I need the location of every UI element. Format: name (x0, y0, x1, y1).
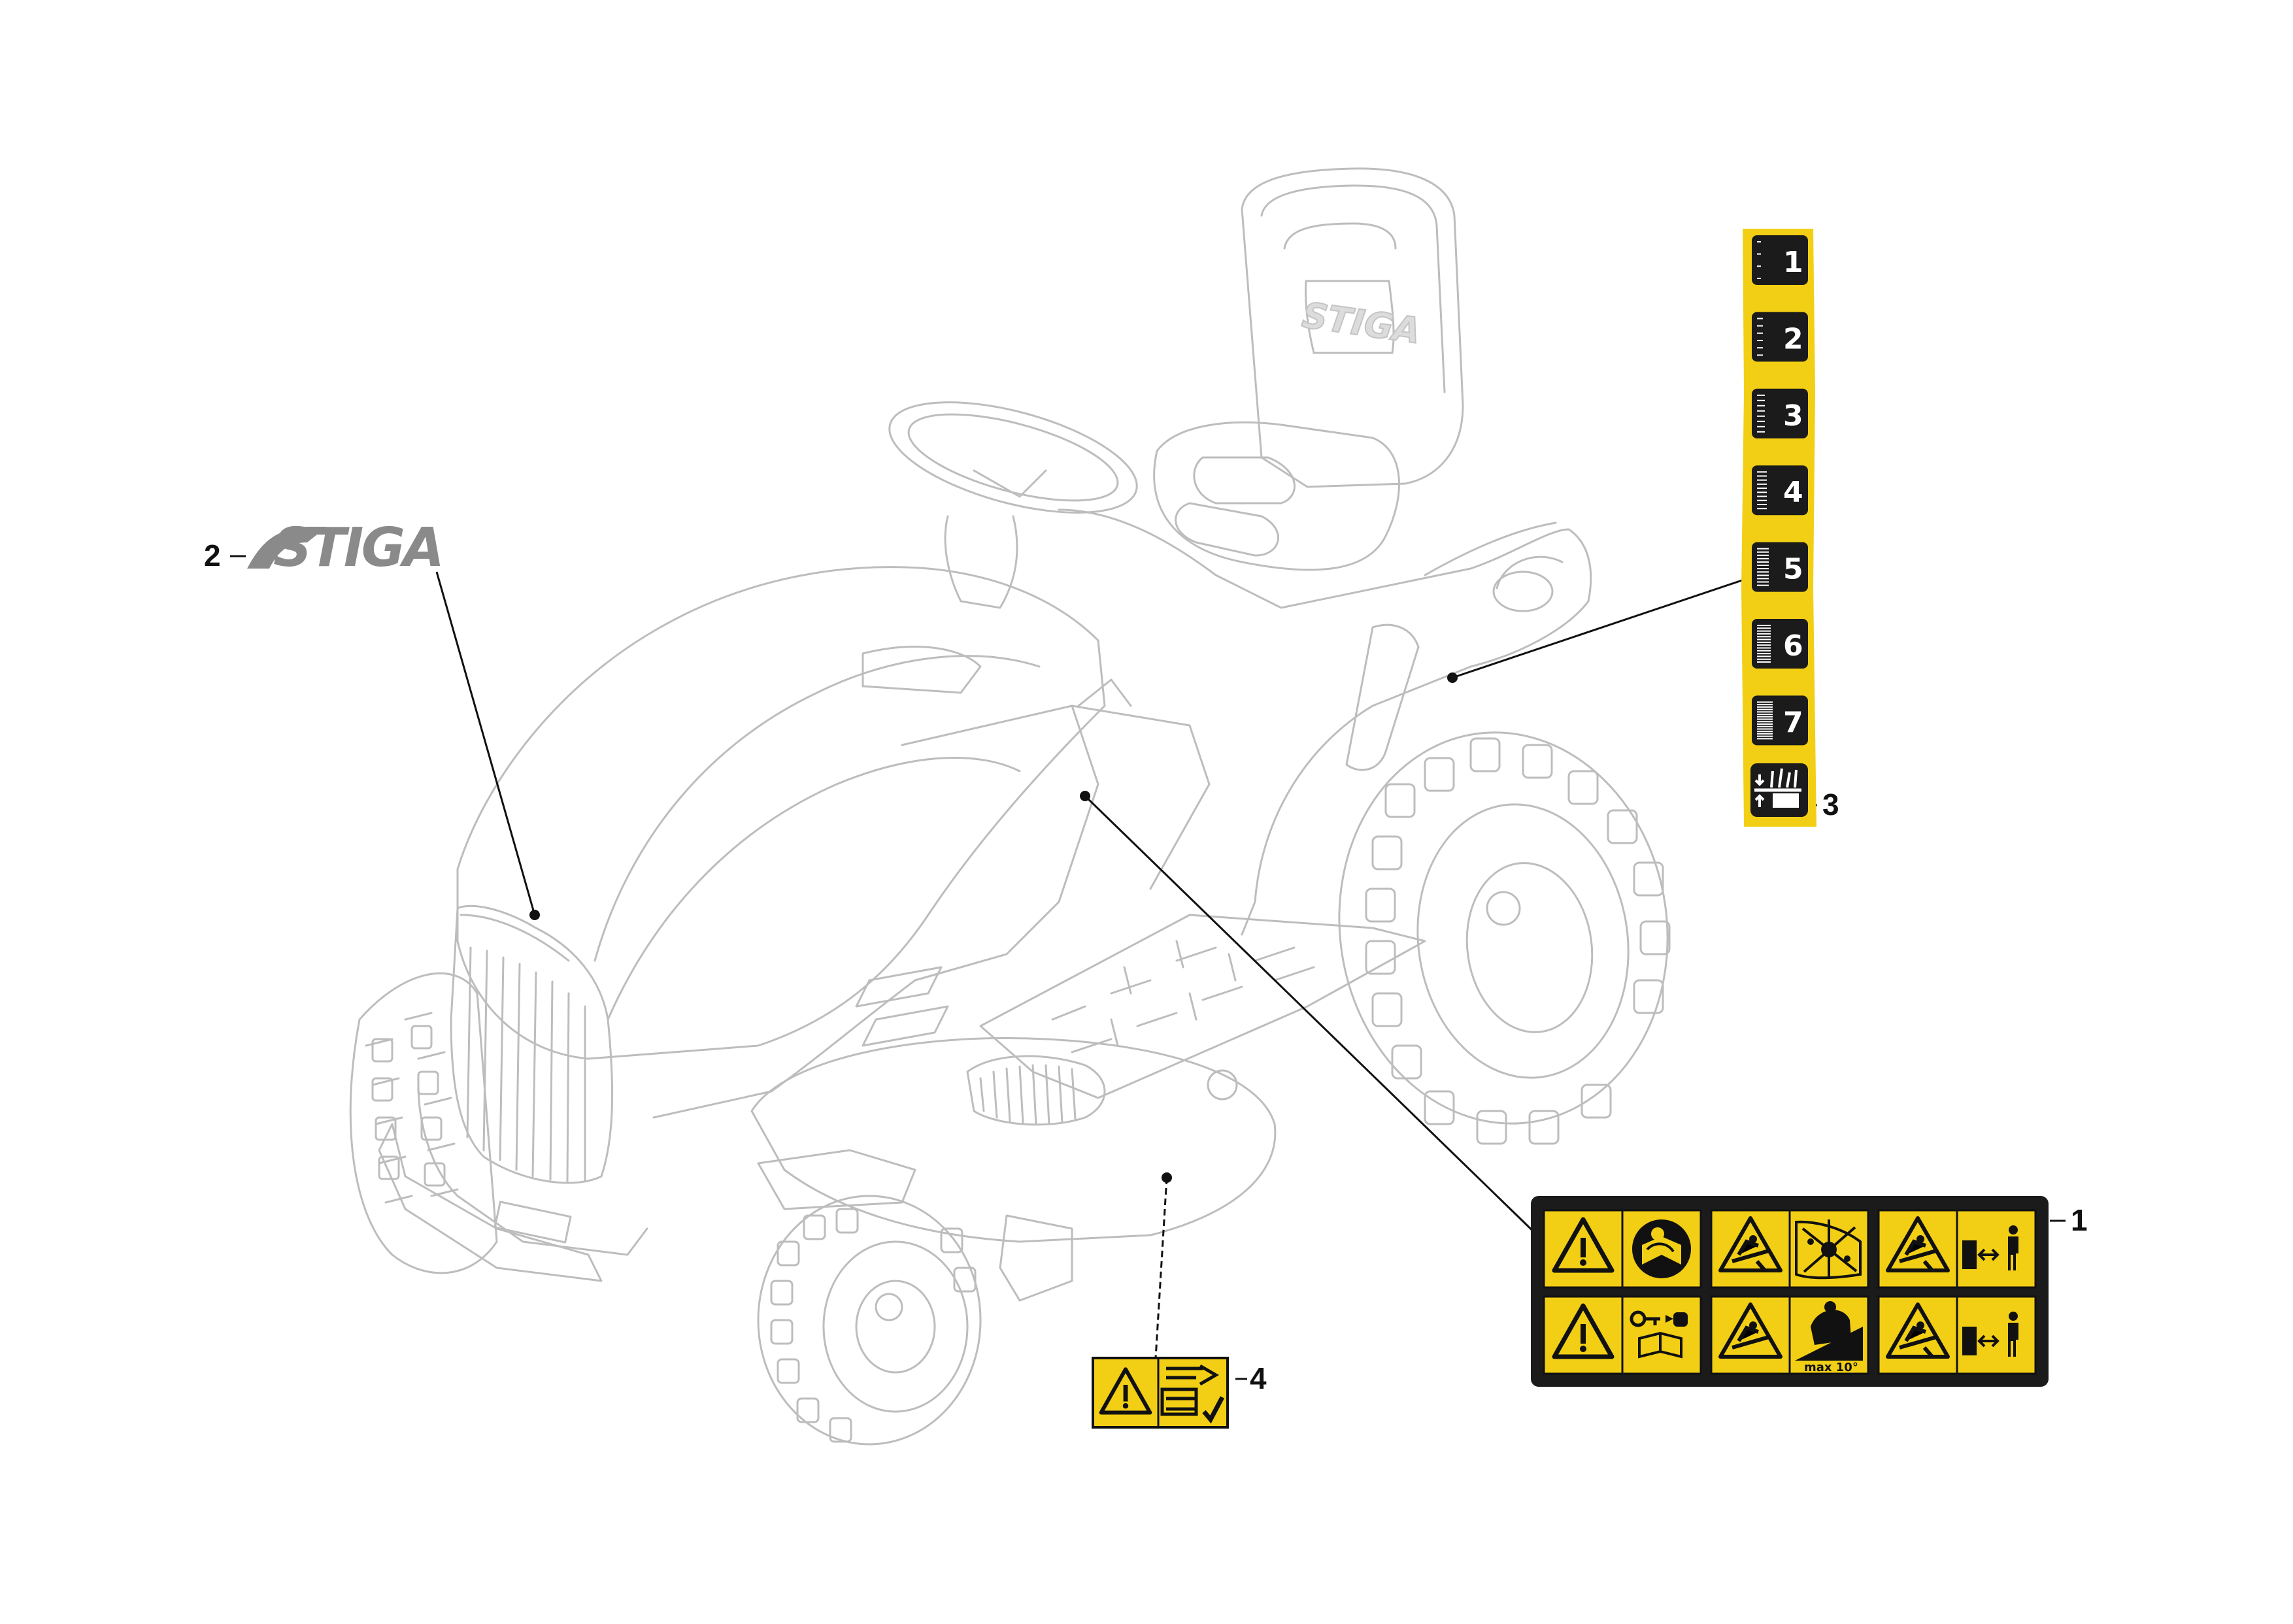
height-level-number: 3 (1783, 399, 1803, 433)
tip-over-hazard-icon (1718, 1302, 1783, 1359)
seat-logo: STIGA (1299, 294, 1423, 352)
callout-number-4: 4 (1250, 1361, 1267, 1395)
blade-hazard-icon (1718, 1216, 1783, 1272)
callout-number-3: 3 (1822, 787, 1839, 821)
attachment-points (529, 672, 1458, 1183)
deck-instruction-icon (1160, 1364, 1225, 1424)
remove-key-icon (1630, 1310, 1688, 1359)
height-level-1: 1 (1752, 235, 1808, 285)
height-level-number: 4 (1783, 476, 1803, 509)
height-level-number: 2 (1783, 322, 1803, 356)
label-panel-3 (1877, 1209, 2037, 1289)
label-panel-2 (1710, 1209, 1869, 1289)
height-level-number: 6 (1783, 629, 1803, 663)
height-level-6: 6 (1752, 619, 1808, 669)
height-level-box (1752, 312, 1808, 362)
mower-illustration (349, 167, 1671, 1446)
logo-text: STIGA (273, 517, 444, 579)
height-level-3: 3 (1752, 388, 1808, 439)
height-level-number: 5 (1783, 553, 1803, 586)
blade-hazard-icon (1886, 1216, 1950, 1272)
slope-limit-icon: max 10° (1795, 1301, 1863, 1374)
cutting-height-icon (1750, 763, 1808, 817)
cutting-height-decal: 1 2 3 4 5 6 7 (1741, 229, 1816, 827)
height-level-box (1752, 542, 1808, 592)
stiga-logo-decal: STIGA (247, 517, 444, 579)
label-panel-5: max 10° (1710, 1295, 1869, 1375)
height-level-2: 2 (1752, 312, 1808, 362)
label-panel-6 (1877, 1295, 2037, 1375)
callout-number-1: 1 (2071, 1203, 2088, 1237)
height-level-box (1752, 465, 1808, 516)
height-level-number: 7 (1783, 706, 1803, 739)
height-level-7: 7 (1752, 695, 1808, 746)
slope-limit-text: max 10° (1804, 1361, 1858, 1374)
height-level-box (1752, 235, 1808, 285)
safety-warning-decal: max 10° (1531, 1196, 2049, 1387)
label-panel-1 (1543, 1209, 1702, 1289)
thrown-objects-icon (1795, 1219, 1862, 1280)
height-level-box (1752, 695, 1808, 746)
height-level-4: 4 (1752, 465, 1808, 516)
blade-hazard-icon (1886, 1302, 1950, 1359)
height-level-box (1752, 388, 1808, 439)
deck-warning-decal (1092, 1357, 1229, 1429)
label-panel-4 (1543, 1295, 1702, 1375)
read-manual-icon (1632, 1219, 1691, 1278)
height-level-5: 5 (1752, 542, 1808, 592)
callout-number-2: 2 (204, 539, 221, 572)
height-level-number: 1 (1783, 246, 1803, 279)
logo-swoosh (247, 527, 327, 569)
